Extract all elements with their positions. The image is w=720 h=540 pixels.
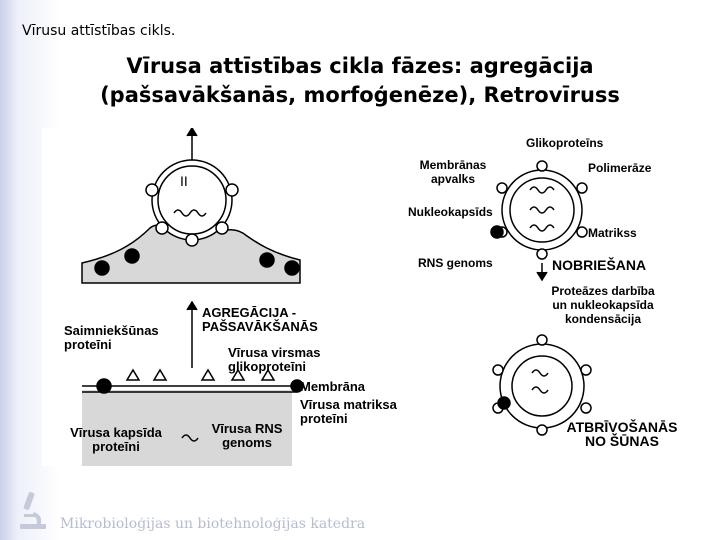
label-capsid-protein: Vīrusa kapsīda proteīni: [60, 426, 172, 454]
footer-department: Mikrobioloģijas un biotehnoloģijas kated…: [60, 516, 366, 532]
label-aggregation: AGREGĀCIJA - PAŠSAVĀKŠANĀS: [202, 306, 318, 334]
label-capsid-protein-1: Vīrusa kapsīda: [70, 425, 162, 440]
microscope-icon: [20, 492, 46, 529]
label-aggregation-1: AGREGĀCIJA -: [202, 305, 297, 320]
svg-text:II: II: [180, 173, 188, 189]
label-viral-rna-2: genoms: [222, 435, 272, 450]
label-membrane: Membrāna: [300, 379, 366, 394]
label-matrix: Matrikss: [588, 226, 637, 240]
label-capsid-protein-2: proteīni: [92, 439, 140, 454]
label-aggregation-2: PAŠSAVĀKŠANĀS: [202, 319, 318, 334]
label-membrane-envelope-2: apvalks: [430, 172, 476, 186]
label-surface-glyco-2: glikoproteīni: [228, 359, 306, 374]
membrane-section: [82, 300, 304, 466]
label-host-protein-1: Saimniekšūnas: [64, 323, 159, 338]
label-maturation: NOBRIEŠANA: [552, 257, 647, 273]
label-nucleocapsid: Nukleokapsīds: [408, 205, 493, 219]
label-membrane-envelope: Membrānas apvalks: [408, 158, 498, 186]
slide-title-line-1: Vīrusa attīstības cikla fāzes: agregācij…: [126, 54, 594, 78]
slide-title: Vīrusa attīstības cikla fāzes: agregācij…: [60, 52, 660, 110]
label-protease: Proteāzes darbība un nukleokapsīda konde…: [538, 284, 668, 326]
label-release-2: NO ŠŪNAS: [585, 433, 659, 449]
label-surface-glycoproteins: Vīrusa virsmas glikoproteīni: [228, 346, 321, 374]
retrovirus-lifecycle-figure: II: [42, 128, 694, 466]
label-rna-genome: RNS genoms: [418, 256, 493, 270]
label-matrix-protein-2: proteīni: [300, 411, 348, 426]
label-glycoprotein: Glikoproteīns: [526, 136, 604, 150]
figure-drawing: II: [81, 128, 592, 466]
budding-virus: II: [81, 128, 301, 284]
footer: Mikrobioloģijas un biotehnoloģijas kated…: [12, 490, 412, 532]
label-host-protein-2: proteīni: [64, 337, 112, 352]
label-polymerase: Polimerāze: [588, 161, 652, 175]
label-surface-glyco-1: Vīrusa virsmas: [228, 345, 321, 360]
slide-header-caption: Vīrusu attīstības cikls.: [22, 23, 176, 39]
label-release: ATBRĪVOŠANĀS NO ŠŪNAS: [562, 420, 682, 448]
label-membrane-envelope-1: Membrānas: [419, 158, 487, 172]
label-host-protein: Saimniekšūnas proteīni: [64, 324, 159, 352]
released-virus: [492, 334, 592, 436]
label-viral-rna: Vīrusa RNS genoms: [202, 422, 292, 450]
label-viral-rna-1: Vīrusa RNS: [211, 421, 283, 436]
label-protease-2: un nukleokapsīda: [552, 298, 654, 312]
slide-title-line-2: (pašsavākšanās, morfoģenēze), Retrovīrus…: [100, 83, 620, 107]
label-matrix-protein: Vīrusa matriksa proteīni: [300, 398, 397, 426]
label-matrix-protein-1: Vīrusa matriksa: [300, 397, 397, 412]
label-protease-1: Proteāzes darbība: [551, 284, 655, 298]
label-protease-3: kondensācija: [564, 312, 642, 326]
label-release-1: ATBRĪVOŠANĀS: [566, 419, 678, 435]
mature-virus: [490, 160, 588, 282]
